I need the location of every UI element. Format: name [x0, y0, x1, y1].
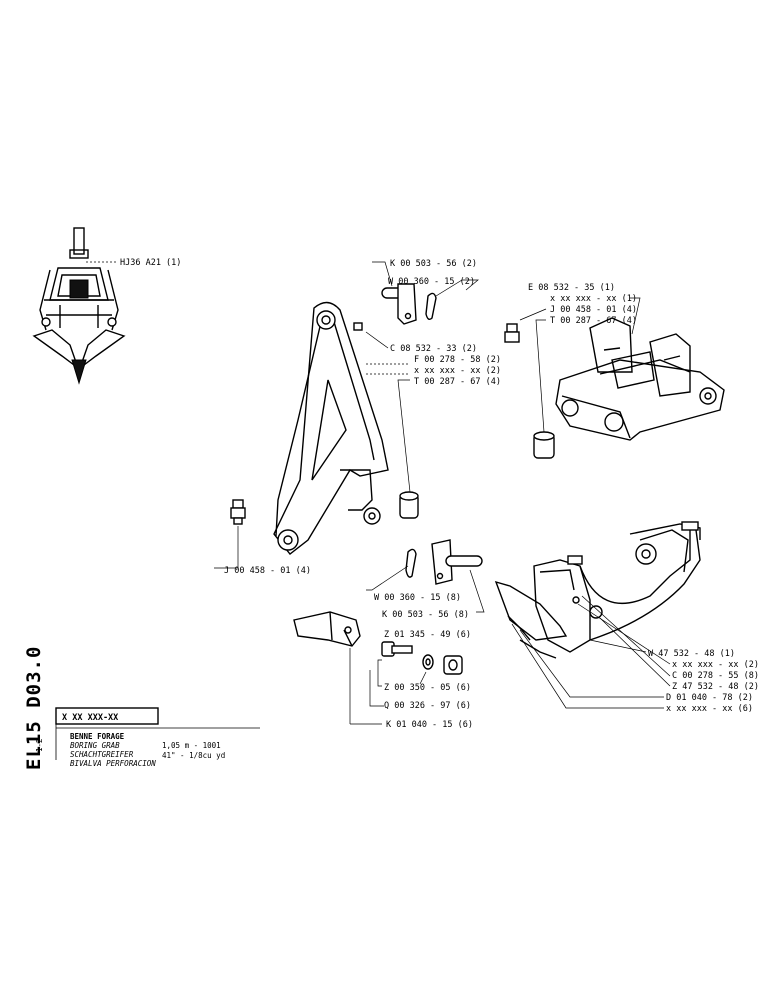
- title-sheet-number: 1-2: [35, 738, 44, 752]
- callout-clip-top: W 00 360 - 15 (2): [388, 277, 475, 287]
- callout-shell-c: C 00 278 - 55 (8): [672, 671, 759, 681]
- callout-yoke-ref: x xx xxx - xx (1): [550, 294, 637, 304]
- callout-yoke-main: E 08 532 - 35 (1): [528, 283, 615, 293]
- clip-low: [405, 548, 417, 578]
- callout-pin-top: K 00 503 - 56 (2): [390, 259, 477, 269]
- title-size-metric: 1,05 m - 1001: [162, 741, 221, 750]
- callout-grease-left: J 00 458 - 01 (4): [224, 566, 311, 576]
- callout-shell-d: D 01 040 - 78 (2): [666, 693, 753, 703]
- clip-top: [425, 292, 437, 321]
- nut-part: [443, 655, 463, 675]
- callout-shell-ref1: x xx xxx - xx (2): [672, 660, 759, 670]
- callout-washer: Z 00 350 - 05 (6): [384, 683, 471, 693]
- title-name-es: BIVALVA PERFORACION: [70, 759, 156, 768]
- callout-main-grab: HJ36 A21 (1): [120, 258, 181, 268]
- callout-frame-ref1: F 00 278 - 58 (2): [414, 355, 501, 365]
- callout-yoke-bush: T 00 287 - 67 (4): [550, 316, 637, 326]
- title-name-de: SCHACHTGREIFER: [70, 750, 134, 759]
- title-part-number: X XX XXX-XX: [62, 713, 118, 723]
- bolt-part: [381, 641, 413, 657]
- callout-shell-z: Z 47 532 - 48 (2): [672, 682, 759, 692]
- bushing-frame: [399, 491, 419, 519]
- callout-shell-main: W 47 532 - 48 (1): [648, 649, 735, 659]
- pin-top: [381, 283, 417, 325]
- yoke-part: [555, 317, 725, 441]
- callout-frame-ref2: x xx xxx - xx (2): [414, 366, 501, 376]
- title-name-en: BORING GRAB: [70, 741, 120, 750]
- callout-frame-bush: T 00 287 - 67 (4): [414, 377, 501, 387]
- callout-nipple-mid: C 08 532 - 33 (2): [390, 344, 477, 354]
- callout-shell-ref2: x xx xxx - xx (6): [666, 704, 753, 714]
- tooth-part: [293, 611, 361, 647]
- washer-part: [422, 654, 434, 670]
- title-size-imperial: 41" - 1/8cu yd: [162, 751, 225, 760]
- callout-pin-low: K 00 503 - 56 (8): [382, 610, 469, 620]
- callout-bolt: Z 01 345 - 49 (6): [384, 630, 471, 640]
- shell-part: [494, 521, 701, 659]
- bushing-yoke: [533, 431, 555, 459]
- title-block: [55, 707, 260, 760]
- grease-nipple-small: [353, 322, 363, 331]
- callout-nut: Q 00 326 - 97 (6): [384, 701, 471, 711]
- callout-yoke-grease: J 00 458 - 01 (4): [550, 305, 637, 315]
- grease-fitting-right: [504, 323, 520, 343]
- callout-tooth: K 01 040 - 15 (6): [386, 720, 473, 730]
- title-name-fr: BENNE FORAGE: [70, 732, 125, 741]
- side-reference-code: EL15 D03.0: [23, 646, 45, 770]
- pin-low: [431, 539, 483, 585]
- grease-fitting-left: [230, 499, 246, 525]
- a-frame-part: [273, 301, 389, 555]
- callout-clip-low: W 00 360 - 15 (8): [374, 593, 461, 603]
- grab-assembly-thumbnail: [32, 227, 126, 385]
